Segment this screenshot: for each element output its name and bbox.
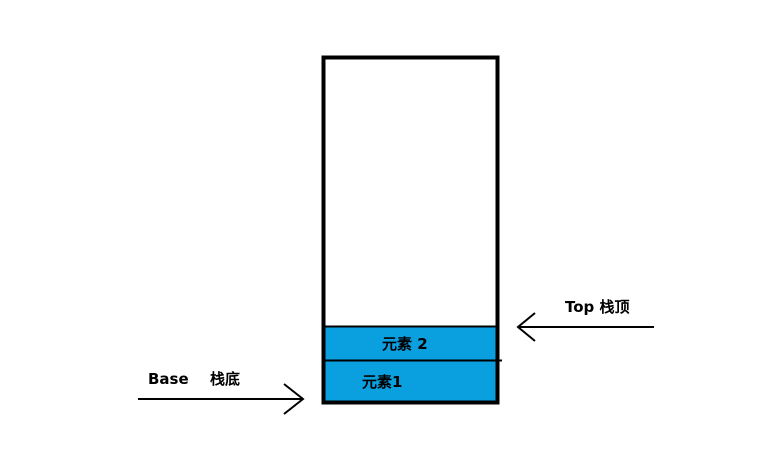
stack-element-1-label: 元素1 [362,373,403,391]
base-label: Base [148,370,189,388]
stack-container-border [321,55,500,405]
top-arrow [516,312,654,342]
stack-element-1-block [325,361,496,401]
stack-element-2-label: 元素 2 [382,335,428,353]
stack-element-2-block [325,327,496,361]
top-label: Top 栈顶 [565,298,630,316]
base-arrow [138,383,305,415]
base-cn-label: 栈底 [210,370,241,388]
